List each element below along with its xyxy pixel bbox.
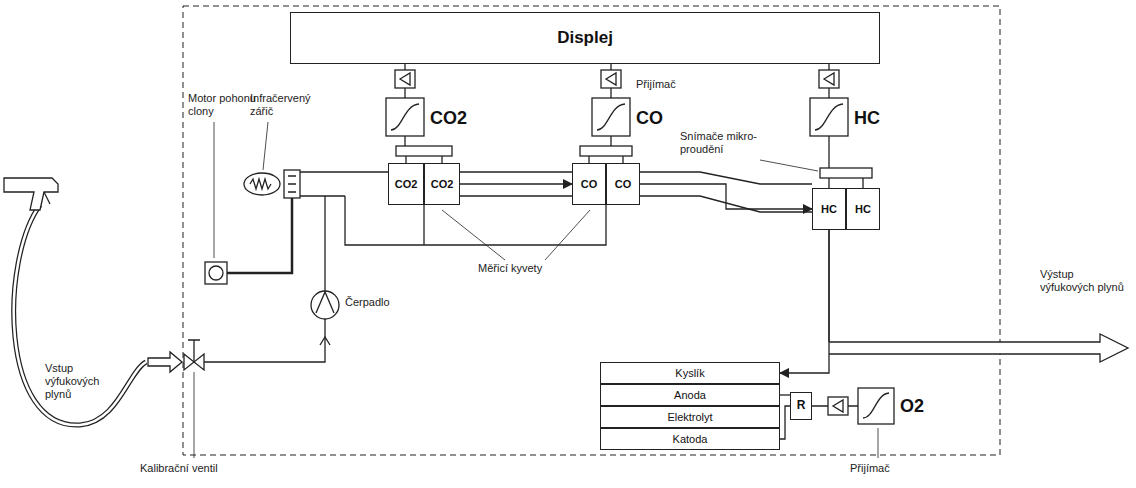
receiver-box — [858, 388, 894, 424]
flow-arrow — [320, 337, 330, 345]
outlet-arrow — [829, 334, 1128, 362]
display-box: Displej — [290, 12, 880, 64]
leader-line — [194, 122, 878, 458]
microflow-sensor — [396, 146, 452, 156]
pump — [311, 291, 339, 319]
signal-wire — [405, 64, 829, 98]
part-label: Výstup výfukových plynů — [1040, 268, 1126, 294]
gas-label: HC — [854, 108, 894, 130]
measuring-cell: HC — [812, 188, 846, 230]
part-label: Přijímač — [636, 78, 706, 91]
node-text: R — [797, 399, 806, 413]
amplifier-triangle — [606, 73, 616, 85]
sensor-layer: Anoda — [600, 384, 780, 406]
node-text: CO — [581, 178, 598, 191]
receiver-box — [810, 98, 848, 136]
part-label: Kalibrační ventil — [140, 462, 250, 475]
sensor-layer: Katoda — [600, 428, 780, 450]
gas-flow-connector — [640, 184, 812, 209]
part-label: Motor pohonu clony — [188, 92, 260, 118]
amplifier-box — [828, 397, 848, 415]
node-text: Katoda — [673, 433, 708, 446]
shutter-shaft — [227, 198, 292, 273]
inlet-arrow — [148, 352, 182, 372]
emitter-coil — [250, 179, 271, 189]
gas-line — [204, 196, 325, 362]
node-text: Kyslík — [675, 367, 704, 380]
exhaust-hose — [14, 205, 146, 425]
amplifier-box — [395, 70, 415, 88]
part-label: Vstup výfukových plynů — [45, 362, 111, 402]
valve-stem — [188, 340, 200, 362]
gas-label: CO — [636, 108, 676, 130]
probe-trigger — [44, 192, 50, 204]
node-text: CO2 — [395, 178, 418, 191]
sensor-layer: Kyslík — [600, 362, 780, 384]
node-text: HC — [855, 203, 871, 216]
measuring-cell: CO2 — [388, 163, 424, 205]
node-text: HC — [821, 203, 837, 216]
node-text: Elektrolyt — [667, 411, 712, 424]
part-label: Čerpadlo — [345, 296, 415, 309]
gas-label: O2 — [900, 396, 940, 418]
gas-flow-connector — [780, 406, 790, 439]
gas-label: CO2 — [430, 108, 480, 130]
measuring-cell: CO2 — [424, 163, 460, 205]
reference-duct — [345, 196, 606, 245]
gas-tube — [300, 172, 812, 212]
housing-frame — [183, 6, 1000, 455]
receiver-symbol — [386, 98, 848, 136]
shutter-slits — [288, 176, 296, 192]
motor-rotor — [209, 266, 223, 280]
microflow-sensor — [820, 168, 872, 178]
resistor-box: R — [790, 392, 812, 420]
probe-gun — [4, 178, 58, 210]
part-label: Infračervený zářič — [250, 92, 320, 118]
measuring-cell: CO — [606, 163, 640, 205]
node-text: CO — [615, 178, 632, 191]
node-text: Displej — [557, 28, 613, 48]
exhaust-hose-core — [14, 205, 146, 425]
part-label: Měřicí kyvety — [478, 262, 568, 275]
gas-flow-connector — [780, 230, 829, 373]
gas-flow-connector — [460, 183, 572, 184]
receiver-curve — [597, 104, 625, 130]
node-text: CO2 — [431, 178, 454, 191]
part-label: Přijímač — [850, 462, 920, 475]
receiver-box — [386, 98, 424, 136]
amplifier-symbol — [395, 70, 839, 88]
receiver-box — [592, 98, 630, 136]
part-label: Snímače mikro- proudění — [680, 130, 770, 156]
node-text: Anoda — [674, 389, 706, 402]
infrared-emitter — [244, 173, 280, 195]
receiver-curve — [815, 104, 843, 130]
amplifier-box — [819, 70, 839, 88]
receiver-curve — [863, 393, 889, 418]
shutter — [284, 170, 300, 198]
pump-rotor — [316, 292, 334, 313]
microflow-sensor — [580, 146, 632, 156]
shutter-motor — [205, 262, 227, 284]
amplifier-triangle — [824, 73, 834, 85]
amplifier-triangle — [833, 400, 843, 412]
sensor-layer: Elektrolyt — [600, 406, 780, 428]
amplifier-box — [601, 70, 621, 88]
amplifier-triangle — [400, 73, 410, 85]
gas-flow-connector — [780, 394, 790, 395]
receiver-curve — [391, 104, 419, 130]
measuring-cell: HC — [846, 188, 880, 230]
measuring-cell: CO — [572, 163, 606, 205]
